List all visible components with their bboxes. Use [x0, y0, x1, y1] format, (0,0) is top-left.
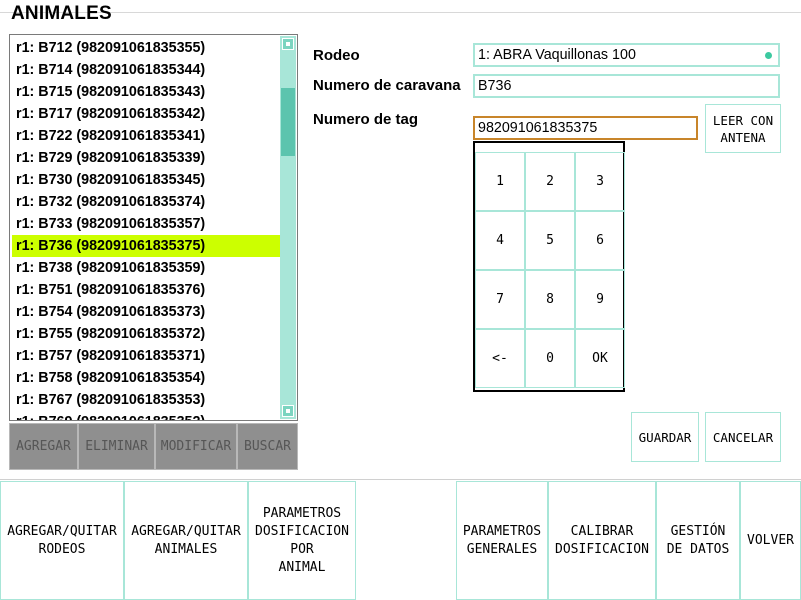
list-scrollbar[interactable] — [280, 36, 296, 419]
nav-generales-button[interactable]: PARAMETROS GENERALES — [456, 481, 548, 600]
tag-label: Numero de tag — [313, 111, 419, 128]
rodeo-value: 1: ABRA Vaquillonas 100 — [478, 47, 636, 63]
numeric-keypad: 1 2 3 4 5 6 7 8 9 <- 0 OK — [473, 141, 625, 392]
nav-volver-label: VOLVER — [747, 532, 794, 548]
guardar-button[interactable]: GUARDAR — [631, 412, 699, 462]
animal-list-item[interactable]: r1: B730 (982091061835345) — [16, 172, 206, 188]
nav-divider — [0, 479, 801, 480]
animal-list-item[interactable]: r1: B715 (982091061835343) — [16, 84, 206, 100]
scroll-down-button[interactable] — [282, 405, 294, 417]
animal-list-item[interactable]: r1: B732 (982091061835374) — [16, 194, 206, 210]
animal-list-item[interactable]: r1: B769 (982091061835352) — [12, 411, 282, 420]
leer-antena-button[interactable]: LEER CON ANTENA — [705, 104, 781, 153]
nav-animales-label: AGREGAR/QUITAR ANIMALES — [131, 523, 241, 557]
key-3[interactable]: 3 — [575, 152, 625, 211]
key-4[interactable]: 4 — [475, 211, 525, 270]
key-0[interactable]: 0 — [525, 329, 575, 388]
animal-list-item[interactable]: r1: B722 (982091061835341) — [16, 128, 206, 144]
nav-dosificacion-button[interactable]: PARAMETROS DOSIFICACION POR ANIMAL — [248, 481, 356, 600]
nav-generales-label: PARAMETROS GENERALES — [462, 523, 542, 557]
animal-list-item[interactable]: r1: B729 (982091061835339) — [16, 150, 206, 166]
animal-list-item[interactable]: r1: B717 (982091061835342) — [16, 106, 206, 122]
nav-gestion-button[interactable]: GESTIÓN DE DATOS — [656, 481, 740, 600]
animal-list-item[interactable]: r1: B755 (982091061835372) — [16, 326, 206, 342]
tag-input[interactable]: 982091061835375 — [473, 116, 698, 140]
nav-gestion-label: GESTIÓN DE DATOS — [666, 523, 730, 557]
key-7[interactable]: 7 — [475, 270, 525, 329]
nav-rodeos-label: AGREGAR/QUITAR RODEOS — [7, 523, 117, 557]
animal-list-item[interactable]: r1: B767 (982091061835353) — [16, 392, 206, 408]
page-title: ANIMALES — [11, 3, 112, 24]
agregar-button[interactable]: AGREGAR — [9, 423, 78, 470]
key-8[interactable]: 8 — [525, 270, 575, 329]
animal-list-item[interactable]: r1: B736 (982091061835375) — [12, 235, 282, 257]
nav-volver-button[interactable]: VOLVER — [740, 481, 801, 600]
animal-list[interactable]: r1: B712 (982091061835355) r1: B714 (9820… — [9, 34, 298, 421]
animal-list-item[interactable]: r1: B714 (982091061835344) — [16, 62, 206, 78]
nav-rodeos-button[interactable]: AGREGAR/QUITAR RODEOS — [0, 481, 124, 600]
key-5[interactable]: 5 — [525, 211, 575, 270]
animal-list-item[interactable]: r1: B712 (982091061835355) — [16, 40, 206, 56]
rodeo-label: Rodeo — [313, 47, 360, 64]
scroll-up-button[interactable] — [282, 38, 294, 50]
title-divider — [0, 12, 801, 13]
nav-calibrar-label: CALIBRAR DOSIFICACION — [555, 523, 649, 557]
dropdown-dot-icon — [765, 52, 772, 59]
animal-list-item[interactable]: r1: B751 (982091061835376) — [16, 282, 206, 298]
nav-dosificacion-label: PARAMETROS DOSIFICACION POR ANIMAL — [255, 505, 349, 575]
eliminar-button[interactable]: ELIMINAR — [78, 423, 155, 470]
animal-list-item[interactable]: r1: B757 (982091061835371) — [16, 348, 206, 364]
buscar-button[interactable]: BUSCAR — [237, 423, 298, 470]
cancelar-button[interactable]: CANCELAR — [705, 412, 781, 462]
animal-list-items: r1: B712 (982091061835355) r1: B714 (9820… — [12, 37, 282, 420]
animal-list-item[interactable]: r1: B733 (982091061835357) — [16, 216, 206, 232]
caravana-input[interactable]: B736 — [473, 74, 780, 98]
rodeo-select[interactable]: 1: ABRA Vaquillonas 100 — [473, 43, 780, 67]
animal-list-item[interactable]: r1: B754 (982091061835373) — [16, 304, 206, 320]
animal-list-item[interactable]: r1: B738 (982091061835359) — [16, 260, 206, 276]
scroll-thumb[interactable] — [281, 88, 295, 156]
key-1[interactable]: 1 — [475, 152, 525, 211]
key-2[interactable]: 2 — [525, 152, 575, 211]
leer-antena-label: LEER CON ANTENA — [712, 112, 774, 145]
modificar-button[interactable]: MODIFICAR — [155, 423, 237, 470]
caravana-label: Numero de caravana — [313, 77, 461, 94]
key-6[interactable]: 6 — [575, 211, 625, 270]
key-9[interactable]: 9 — [575, 270, 625, 329]
nav-animales-button[interactable]: AGREGAR/QUITAR ANIMALES — [124, 481, 248, 600]
animal-list-item[interactable]: r1: B758 (982091061835354) — [16, 370, 206, 386]
nav-calibrar-button[interactable]: CALIBRAR DOSIFICACION — [548, 481, 656, 600]
key-ok[interactable]: OK — [575, 329, 625, 388]
key-backspace[interactable]: <- — [475, 329, 525, 388]
